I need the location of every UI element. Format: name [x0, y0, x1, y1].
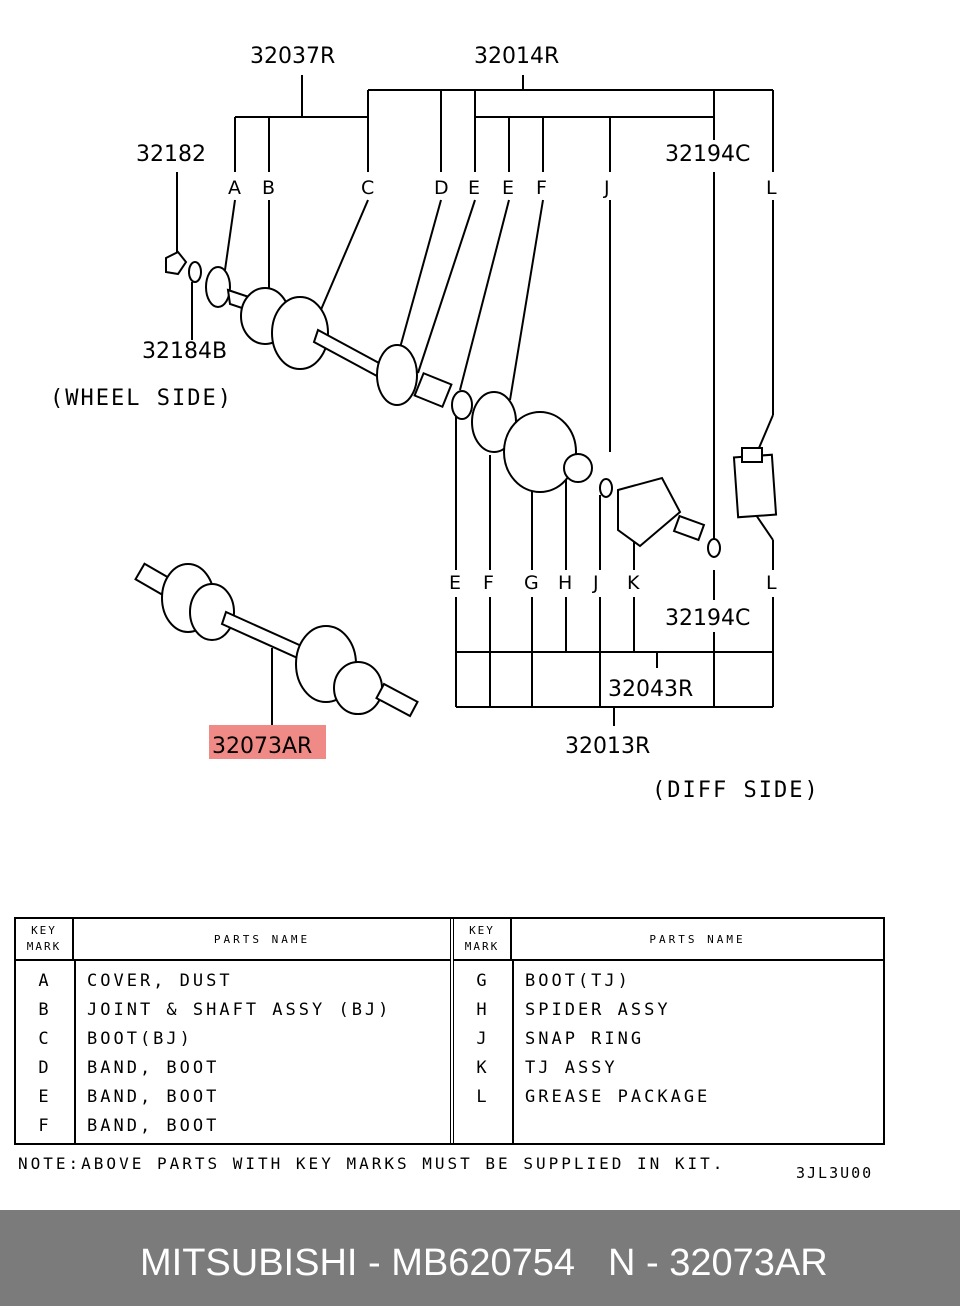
parts-table-right: KEY MARK PARTS NAME G BOOT(TJ) H SPIDER AS…: [454, 919, 883, 1143]
wheel-side-label: (WHEEL SIDE): [50, 386, 233, 411]
mark-top-E2: E: [502, 177, 514, 199]
mark-top-L: L: [766, 177, 777, 199]
mark-bottom-H: H: [558, 572, 572, 594]
table-row: A COVER, DUST: [16, 967, 450, 996]
part-name: TJ ASSY: [525, 1058, 618, 1078]
table-row: C BOOT(BJ): [16, 1025, 450, 1054]
part-name: COVER, DUST: [87, 971, 233, 991]
mark-bottom-J: J: [592, 572, 599, 594]
mark-top-J: J: [603, 177, 610, 199]
mark-top-D: D: [434, 177, 449, 199]
parts-table-left: KEY MARK PARTS NAME A COVER, DUST B JOINT …: [16, 919, 454, 1143]
mark-top-B: B: [262, 177, 275, 199]
mark-top-F: F: [536, 177, 547, 199]
key-header-line2: MARK: [464, 940, 500, 953]
table-row: B JOINT & SHAFT ASSY (BJ): [16, 996, 450, 1025]
key-header-line2: MARK: [26, 940, 62, 953]
right-rows: G BOOT(TJ) H SPIDER ASSY J SNAP RING K TJ AS…: [454, 967, 883, 1112]
column-divider: [512, 961, 514, 1143]
parts-name-header: PARTS NAME: [649, 933, 746, 946]
bottom-leader-lines: [271, 398, 774, 727]
mark-bottom-F: F: [483, 572, 494, 594]
mark-bottom-E: E: [449, 572, 461, 594]
part-name: SNAP RING: [525, 1029, 645, 1049]
key-mark: D: [38, 1058, 52, 1078]
table-row: E BAND, BOOT: [16, 1083, 450, 1112]
part-name: BOOT(BJ): [87, 1029, 193, 1049]
key-mark-header: KEY MARK: [16, 919, 74, 959]
table-row: H SPIDER ASSY: [454, 996, 883, 1025]
key-mark: H: [476, 1000, 490, 1020]
table-row: G BOOT(TJ): [454, 967, 883, 996]
part-name: BOOT(TJ): [525, 971, 631, 991]
key-mark: B: [38, 1000, 52, 1020]
part-leaders: [176, 172, 774, 456]
mark-bottom-G: G: [524, 572, 539, 594]
key-mark: L: [476, 1087, 490, 1107]
driveshaft-assembly: [134, 562, 419, 718]
part-name: BAND, BOOT: [87, 1087, 220, 1107]
table-header-right: KEY MARK PARTS NAME: [454, 919, 883, 961]
key-mark: C: [38, 1029, 52, 1049]
footer-brand-part-number: MITSUBISHI - MB620754: [140, 1242, 576, 1284]
table-header-left: KEY MARK PARTS NAME: [16, 919, 450, 961]
table-row: D BAND, BOOT: [16, 1054, 450, 1083]
part-name: GREASE PACKAGE: [525, 1087, 711, 1107]
footer-bar: MITSUBISHI - MB620754 N - 32073AR: [0, 1210, 960, 1306]
parts-name-header: PARTS NAME: [213, 933, 311, 946]
key-mark: E: [38, 1087, 52, 1107]
table-row: J SNAP RING: [454, 1025, 883, 1054]
callout-32184B: 32184B: [142, 339, 227, 364]
mark-top-A: A: [228, 177, 241, 199]
kit-note: NOTE:ABOVE PARTS WITH KEY MARKS MUST BE …: [18, 1154, 726, 1173]
diff-side-label: (DIFF SIDE): [652, 778, 820, 803]
part-name: JOINT & SHAFT ASSY (BJ): [87, 1000, 392, 1020]
callout-32073AR: 32073AR: [212, 734, 312, 759]
key-header-line1: KEY: [31, 924, 57, 937]
drawing-code: 3JL3U00: [796, 1164, 874, 1182]
table-row: L GREASE PACKAGE: [454, 1083, 883, 1112]
highlight-32073AR: [209, 725, 326, 759]
part-name: BAND, BOOT: [87, 1058, 220, 1078]
table-row: K TJ ASSY: [454, 1054, 883, 1083]
callout-32194C-top: 32194C: [665, 142, 750, 167]
callout-32037R: 32037R: [250, 44, 335, 69]
key-mark: G: [476, 971, 490, 991]
callout-32014R: 32014R: [474, 44, 559, 69]
axle-shaft-exploded: [165, 250, 778, 558]
key-mark: K: [476, 1058, 490, 1078]
part-name: SPIDER ASSY: [525, 1000, 671, 1020]
key-mark: F: [38, 1116, 52, 1136]
callout-32182: 32182: [136, 142, 206, 167]
mark-top-C: C: [361, 177, 374, 199]
column-divider: [74, 961, 76, 1143]
callout-32043R: 32043R: [608, 677, 693, 702]
part-name: BAND, BOOT: [87, 1116, 220, 1136]
key-mark: A: [38, 971, 52, 991]
parts-table: KEY MARK PARTS NAME A COVER, DUST B JOINT …: [14, 917, 885, 1145]
exploded-parts-diagram: 32037R 32014R 32182 32194C 32184B 32194C…: [50, 44, 820, 803]
key-header-line1: KEY: [469, 924, 495, 937]
key-mark: J: [476, 1029, 490, 1049]
table-row: F BAND, BOOT: [16, 1112, 450, 1141]
callout-32194C-bottom: 32194C: [665, 606, 750, 631]
mark-top-E1: E: [468, 177, 480, 199]
callout-32013R: 32013R: [565, 734, 650, 759]
mark-bottom-K: K: [627, 572, 640, 594]
mark-bottom-L: L: [766, 572, 777, 594]
key-mark-header: KEY MARK: [454, 919, 512, 959]
top-leader-lines: [234, 75, 774, 545]
footer-reference-number: N - 32073AR: [608, 1242, 828, 1284]
